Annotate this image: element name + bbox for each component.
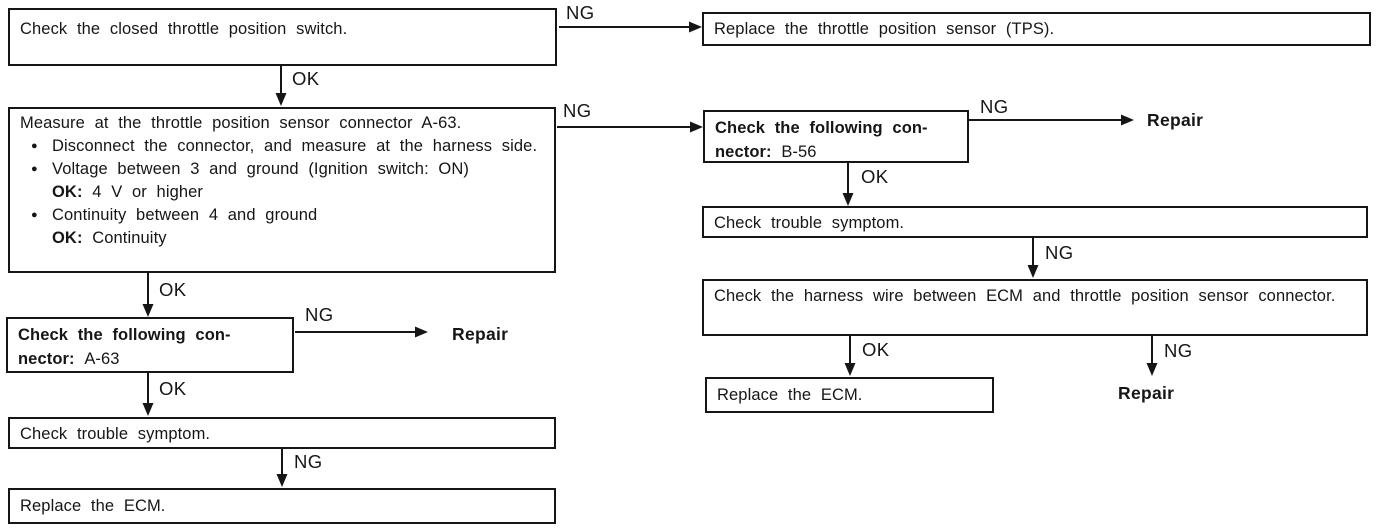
edge-label-ng-5: NG <box>1164 340 1193 361</box>
measure-bullet-1: ● Disconnect the connector, and measure … <box>16 135 546 158</box>
connector-id: A-63 <box>84 350 120 368</box>
terminal-repair-top-right: Repair <box>1147 110 1204 130</box>
node-check-closed-throttle-switch: Check the closed throttle position switc… <box>8 8 557 66</box>
node-text: Check the harness wire between ECM and t… <box>714 287 1336 305</box>
edge-label-ng-6: NG <box>305 304 334 325</box>
edge-label-ng-2: NG <box>563 100 592 121</box>
node-text: Check trouble symptom. <box>714 214 905 232</box>
edge-label-ng-4: NG <box>1045 242 1074 263</box>
node-check-trouble-symptom-right: Check trouble symptom. <box>702 206 1368 238</box>
arrow-ng-measure-to-connector-b56 <box>557 121 703 133</box>
node-replace-ecm-right: Replace the ECM. <box>705 377 994 413</box>
measure-bullet-2: ● Voltage between 3 and ground (Ignition… <box>16 158 546 204</box>
bullet-line: Voltage between 3 and ground (Ignition s… <box>52 160 469 178</box>
node-check-harness-wire: Check the harness wire between ECM and t… <box>702 279 1368 336</box>
bullet-icon: ● <box>31 209 38 221</box>
measure-bullet-3: ● Continuity between 4 and ground OK: Co… <box>16 204 546 250</box>
node-text: Replace the ECM. <box>717 386 863 404</box>
connector-id: B-56 <box>781 143 817 161</box>
edge-label-ok-1: OK <box>292 68 320 89</box>
node-text: Replace the throttle position sensor (TP… <box>714 20 1055 38</box>
arrow-ok-connector-a63-to-symptom <box>142 373 154 416</box>
arrow-ok-check-switch-to-measure <box>275 66 287 106</box>
node-text-line2: nector: <box>715 143 772 161</box>
edge-label-ok-4: OK <box>159 279 187 300</box>
edge-label-ok-2: OK <box>861 166 889 187</box>
node-text: Check the closed throttle position switc… <box>20 20 348 38</box>
ok-criteria-label: OK: <box>52 183 83 201</box>
node-check-connector-a63: Check the following con- nector: A-63 <box>6 317 294 373</box>
edge-label-ok-5: OK <box>159 378 187 399</box>
node-text-line1: Check the following con- <box>715 119 928 137</box>
arrow-ok-connector-b56-to-symptom <box>842 163 854 206</box>
node-measure-tps-connector: Measure at the throttle position sensor … <box>8 107 556 273</box>
arrow-ng-check-switch-to-replace-tps <box>559 21 702 33</box>
ok-criteria-label: OK: <box>52 229 83 247</box>
bullet-icon: ● <box>31 163 38 175</box>
arrow-ng-connector-b56-to-repair <box>969 114 1134 126</box>
bullet-text: Continuity between 4 and ground OK: Cont… <box>52 204 546 250</box>
arrow-ng-symptom-left-to-replace-ecm <box>276 449 288 487</box>
node-replace-ecm-left: Replace the ECM. <box>8 488 556 524</box>
edge-label-ng-7: NG <box>294 451 323 472</box>
node-text-line1: Check the following con- <box>18 326 231 344</box>
terminal-repair-bottom-right: Repair <box>1118 383 1175 403</box>
arrow-ng-connector-a63-to-repair <box>295 326 428 338</box>
arrow-ok-measure-to-connector-a63 <box>142 273 154 317</box>
node-check-trouble-symptom-left: Check trouble symptom. <box>8 417 556 449</box>
node-text: Check trouble symptom. <box>20 425 211 443</box>
arrow-ng-symptom-right-to-harness <box>1027 238 1039 278</box>
bullet-text: Voltage between 3 and ground (Ignition s… <box>52 158 546 204</box>
arrow-ok-harness-to-replace-ecm <box>844 336 856 376</box>
terminal-repair-left: Repair <box>452 324 509 344</box>
edge-label-ok-3: OK <box>862 339 890 360</box>
bullet-text: Disconnect the connector, and measure at… <box>52 137 538 155</box>
edge-label-ng-1: NG <box>566 2 595 23</box>
node-check-connector-b56: Check the following con- nector: B-56 <box>703 110 969 163</box>
measure-title: Measure at the throttle position sensor … <box>20 114 462 132</box>
node-text: Replace the ECM. <box>20 497 166 515</box>
ok-criteria-value: 4 V or higher <box>92 183 204 201</box>
arrow-ng-harness-to-repair <box>1146 336 1158 376</box>
node-replace-tps: Replace the throttle position sensor (TP… <box>702 12 1371 46</box>
bullet-icon: ● <box>31 140 38 152</box>
ok-criteria-value: Continuity <box>92 229 167 247</box>
node-text-line2: nector: <box>18 350 75 368</box>
edge-label-ng-3: NG <box>980 96 1009 117</box>
bullet-line: Continuity between 4 and ground <box>52 206 318 224</box>
